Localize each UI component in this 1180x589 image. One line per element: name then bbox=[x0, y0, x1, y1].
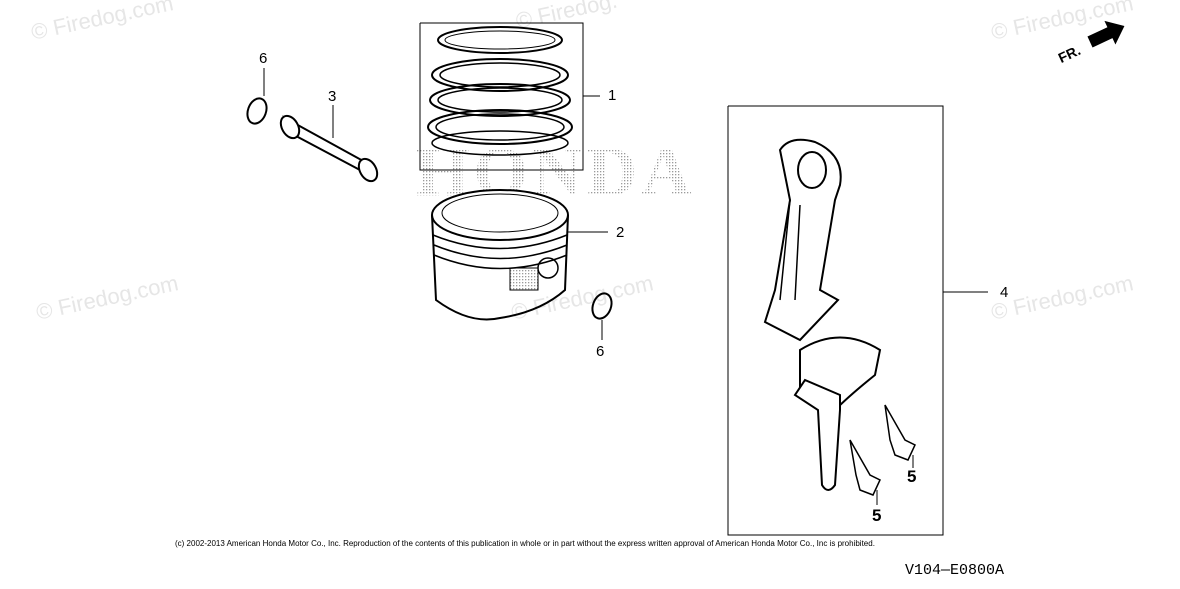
callout-5b: 5 bbox=[872, 506, 882, 525]
front-arrow-icon bbox=[1087, 20, 1125, 48]
diagram-code: V104—E0800A bbox=[905, 562, 1005, 579]
callout-4: 4 bbox=[1000, 284, 1009, 301]
connecting-rod-illustration bbox=[727, 105, 988, 536]
piston-rings-illustration bbox=[419, 22, 600, 171]
callout-6a: 6 bbox=[259, 50, 268, 67]
copyright-notice: (c) 2002-2013 American Honda Motor Co., … bbox=[175, 539, 875, 548]
callout-3: 3 bbox=[328, 88, 337, 105]
piston-pin-illustration bbox=[279, 105, 379, 183]
callout-5a: 5 bbox=[907, 467, 917, 486]
callout-1: 1 bbox=[608, 87, 617, 104]
piston-pin-clip-illustration bbox=[246, 68, 613, 340]
piston-illustration bbox=[431, 189, 608, 321]
callout-6b: 6 bbox=[596, 343, 605, 360]
callout-2: 2 bbox=[616, 224, 625, 241]
